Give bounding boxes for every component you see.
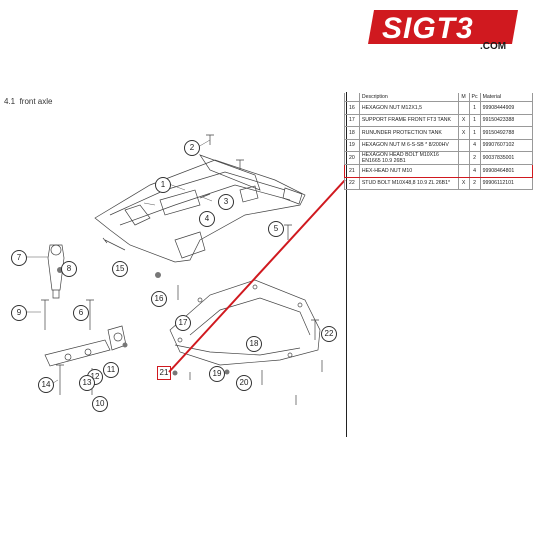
table-row[interactable]: 19 HEXAGON NUT M 6-S-SB * 8/200HV 4 9990… [344,138,533,152]
row-pos: 17 [344,113,360,127]
callout-18[interactable]: 18 [246,336,262,352]
callout-13[interactable]: 13 [79,375,95,391]
parts-table: Description M Pc Material 16 HEXAGON NUT… [344,93,533,190]
callout-4[interactable]: 4 [199,211,215,227]
row-m [457,101,470,115]
row-description: HEXAGON NUT M12X1,5 [358,101,459,115]
callout-7[interactable]: 7 [11,250,27,266]
row-description: HEXAGON NUT M 6-S-SB * 8/200HV [358,138,459,152]
table-header-row: Description M Pc Material [344,93,533,102]
row-m: X [457,113,470,127]
callout-20[interactable]: 20 [236,375,252,391]
row-pc: 4 [468,138,481,152]
row-pos: 22 [344,176,360,190]
callout-21[interactable]: 21 [157,366,171,380]
logo-domain: .COM [480,41,507,52]
row-pc: 4 [468,164,481,178]
header-description: Description [358,93,459,102]
row-material: 99150492788 [479,126,533,140]
callout-14[interactable]: 14 [38,377,54,393]
row-pc: 2 [468,151,481,165]
callout-11[interactable]: 11 [103,362,119,378]
callout-22[interactable]: 22 [321,326,337,342]
header-pos [344,93,360,102]
row-material: 90037835001 [479,151,533,165]
row-material: 99907607102 [479,138,533,152]
header-pc: Pc [468,93,481,102]
callout-17[interactable]: 17 [175,315,191,331]
table-row[interactable]: 17 SUPPORT FRAME FRONT FT3 TANK X 1 9915… [344,113,533,127]
row-description: RUNUNDER PROTECTION TANK [358,126,459,140]
section-name: front axle [19,97,53,106]
callout-19[interactable]: 19 [209,366,225,382]
section-title: 4.1 front axle [4,97,52,106]
row-m: X [457,176,470,190]
exploded-view-diagram [20,134,323,405]
row-material: 99908464801 [479,164,533,178]
row-pos: 18 [344,126,360,140]
callout-15[interactable]: 15 [112,261,128,277]
header-m: M [457,93,470,102]
row-description: HEXAGON HEAD BOLT M10X16 EN1665 10.9 26B… [358,151,459,165]
row-m [457,164,470,178]
row-description: STUD BOLT M10X48,8 10.9 ZL 26B1* [358,176,459,190]
row-pc: 1 [468,113,481,127]
callout-8[interactable]: 8 [61,261,77,277]
callout-3[interactable]: 3 [218,194,234,210]
row-description: SUPPORT FRAME FRONT FT3 TANK [358,113,459,127]
row-pos: 19 [344,138,360,152]
table-row[interactable]: 16 HEXAGON NUT M12X1,5 1 99908444909 [344,101,533,115]
table-row[interactable]: 20 HEXAGON HEAD BOLT M10X16 EN1665 10.9 … [344,151,533,165]
table-row[interactable]: 18 RUNUNDER PROTECTION TANK X 1 99150492… [344,126,533,140]
section-number: 4.1 [4,97,16,106]
row-material: 99906112101 [479,176,533,190]
row-pc: 2 [468,176,481,190]
row-pos: 16 [344,101,360,115]
row-m [457,138,470,152]
callout-2[interactable]: 2 [184,140,200,156]
table-divider [346,92,347,437]
callout-6[interactable]: 6 [73,305,89,321]
row-material: 99908444909 [479,101,533,115]
sigt3-logo: SIGT3 [368,10,518,44]
svg-text:SIGT3: SIGT3 [382,12,474,44]
row-material: 99150423388 [479,113,533,127]
row-m: X [457,126,470,140]
row-description: HEX-HEAD NUT M10 [358,164,459,178]
row-pc: 1 [468,101,481,115]
row-m [457,151,470,165]
callout-9[interactable]: 9 [11,305,27,321]
row-pos: 20 [344,151,360,165]
row-pos: 21 [344,164,360,178]
callout-16[interactable]: 16 [151,291,167,307]
table-row-highlighted[interactable]: 21 HEX-HEAD NUT M10 4 99908464801 [344,164,533,178]
callout-5[interactable]: 5 [268,221,284,237]
callout-1[interactable]: 1 [155,177,171,193]
callout-10[interactable]: 10 [92,396,108,412]
table-row[interactable]: 22 STUD BOLT M10X48,8 10.9 ZL 26B1* X 2 … [344,176,533,190]
row-pc: 1 [468,126,481,140]
header-material: Material [479,93,533,102]
